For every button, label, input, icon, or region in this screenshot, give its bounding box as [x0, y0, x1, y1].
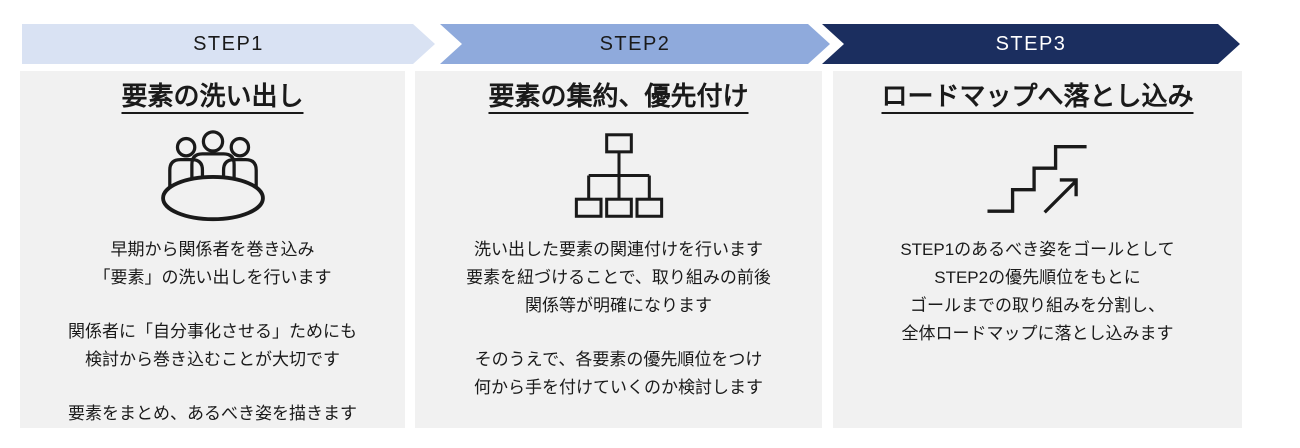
text-line: 要素を紐づけることで、取り組みの前後: [466, 268, 771, 287]
step3-panel: ロードマップへ落とし込み STEP1のあるべき姿をゴールとして STEP2の優先…: [833, 71, 1242, 428]
text-line: 全体ロードマップに落とし込みます: [901, 324, 1174, 343]
stairs-growth-icon: [982, 126, 1094, 226]
paragraph: そのうえで、各要素の優先順位をつけ 何から手を付けていくのか検討します: [466, 346, 771, 402]
text-line: 要素をまとめ、あるべき姿を描きます: [68, 404, 357, 423]
paragraph: 洗い出した要素の関連付けを行います 要素を紐づけることで、取り組みの前後 関係等…: [466, 236, 771, 320]
step3-description: STEP1のあるべき姿をゴールとして STEP2の優先順位をもとに ゴールまでの…: [894, 236, 1180, 348]
step1-title: 要素の洗い出し: [121, 81, 304, 111]
text-line: ゴールまでの取り組みを分割し、: [909, 296, 1165, 315]
step3-title: ロードマップへ落とし込み: [881, 81, 1194, 111]
paragraph: 早期から関係者を巻き込み 「要素」の洗い出しを行います: [68, 236, 357, 292]
text-line: 関係等が明確になります: [525, 296, 712, 315]
step2-title: 要素の集約、優先付け: [488, 81, 749, 111]
text-line: 検討から巻き込むことが大切です: [85, 350, 340, 369]
step1-panel: 要素の洗い出し 早期から関係者を巻き込み 「要素」の洗い出しを行います 関係者に…: [20, 71, 405, 428]
meeting-table-icon: [133, 126, 293, 226]
text-line: そのうえで、各要素の優先順位をつけ: [474, 350, 763, 369]
text-line: 洗い出した要素の関連付けを行います: [474, 240, 763, 259]
step2-description: 洗い出した要素の関連付けを行います 要素を紐づけることで、取り組みの前後 関係等…: [460, 236, 777, 402]
step1-banner-label: STEP1: [193, 32, 264, 55]
paragraph: 要素をまとめ、あるべき姿を描きます: [68, 400, 357, 428]
text-line: 早期から関係者を巻き込み: [110, 240, 315, 259]
text-line: 関係者に「自分事化させる」ためにも: [68, 322, 357, 341]
step2-banner: STEP2: [440, 24, 830, 64]
step2-panel: 要素の集約、優先付け 洗い出した要素の関連付けを行います 要素を紐づけることで、…: [415, 71, 822, 428]
step2-banner-label: STEP2: [599, 32, 671, 55]
text-line: 「要素」の洗い出しを行います: [93, 268, 332, 287]
paragraph: STEP1のあるべき姿をゴールとして STEP2の優先順位をもとに ゴールまでの…: [900, 236, 1174, 348]
text-line: 何から手を付けていくのか検討します: [474, 378, 763, 397]
step1-banner: STEP1: [22, 24, 435, 64]
paragraph: 関係者に「自分事化させる」ためにも 検討から巻き込むことが大切です: [68, 318, 357, 374]
step3-banner: STEP3: [822, 24, 1240, 64]
step1-description: 早期から関係者を巻き込み 「要素」の洗い出しを行います 関係者に「自分事化させる…: [62, 236, 363, 428]
step3-banner-label: STEP3: [995, 32, 1067, 55]
text-line: STEP2の優先順位をもとに: [934, 268, 1141, 287]
text-line: STEP1のあるべき姿をゴールとして: [900, 240, 1175, 259]
org-chart-icon: [562, 126, 676, 226]
